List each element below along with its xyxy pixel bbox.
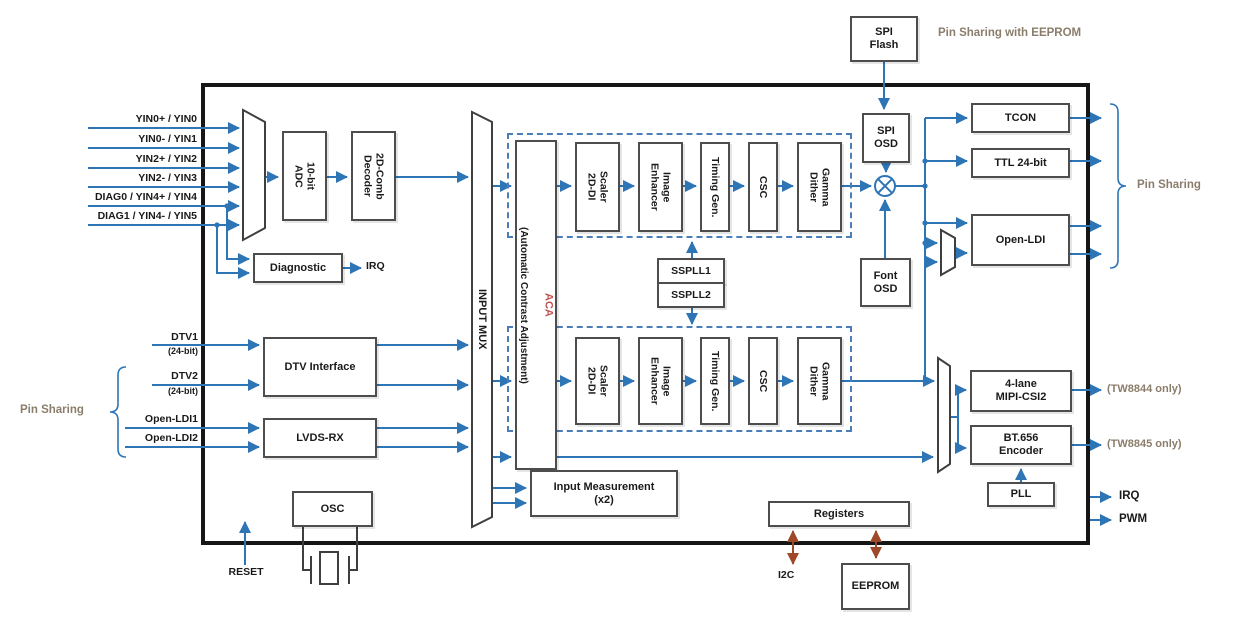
tcon-box: TCON: [971, 103, 1070, 133]
pin-sharing-right-label: Pin Sharing: [1137, 179, 1201, 191]
scaler-bottom-box: Scaler 2D-DI: [575, 337, 620, 425]
timing-top-box: Timing Gen.: [700, 142, 730, 232]
tw8845-only-label: (TW8845 only): [1107, 438, 1182, 450]
openldi-mux-icon: [940, 228, 956, 277]
gamma-top-box: Gamma Dither: [797, 142, 842, 232]
dtv1-label: DTV1: [171, 331, 198, 343]
sspll2-box: SSPLL2: [657, 282, 725, 308]
adc-label: 10-bit ADC: [292, 161, 317, 190]
tw8844-only-label: (TW8844 only): [1107, 383, 1182, 395]
csc-bottom-label: CSC: [757, 369, 770, 393]
pin-sharing-left-label: Pin Sharing: [20, 404, 84, 416]
aca-text: ACA (Automatic Contrast Adjustment): [505, 227, 567, 384]
open-ldi2-label: Open-LDI2: [144, 432, 198, 444]
timing-bottom-box: Timing Gen.: [700, 337, 730, 425]
enhancer-bottom-label: Image Enhancer: [648, 357, 673, 405]
input-mux-label: INPUT MUX: [476, 289, 488, 350]
lvds-rx-box: LVDS-RX: [263, 418, 377, 458]
dtv2-bits-label: (24-bit): [168, 386, 198, 396]
timing-top-label: Timing Gen.: [709, 156, 722, 218]
chip-boundary: [201, 83, 1090, 545]
gamma-bottom-box: Gamma Dither: [797, 337, 842, 425]
eeprom-box: EEPROM: [841, 563, 910, 610]
spi-osd-box: SPI OSD: [862, 113, 910, 163]
register-bus-arrows: [787, 530, 882, 565]
ttl-box: TTL 24-bit: [971, 148, 1070, 178]
sspll1-box: SSPLL1: [657, 258, 725, 284]
junction-dots: [214, 158, 928, 384]
dtv2-label: DTV2: [171, 370, 198, 382]
input-measurement-box: Input Measurement (x2): [530, 470, 678, 517]
gamma-top-label: Gamma Dither: [807, 167, 832, 207]
scaler-top-box: Scaler 2D-DI: [575, 142, 620, 232]
reset-label: RESET: [228, 566, 264, 578]
enhancer-bottom-box: Image Enhancer: [638, 337, 683, 425]
crystal-icon: [302, 527, 358, 585]
open-ldi-box: Open-LDI: [971, 214, 1070, 266]
irq-out-label: IRQ: [1119, 490, 1140, 502]
input-label-yin3: YIN2- / YIN3: [138, 172, 197, 184]
pwm-out-label: PWM: [1119, 513, 1148, 525]
input-mux-shape: [471, 110, 493, 529]
bt656-box: BT.656 Encoder: [970, 425, 1072, 465]
open-ldi1-label: Open-LDI1: [144, 413, 198, 425]
scaler-bottom-label: Scaler 2D-DI: [585, 365, 610, 397]
csc-top-label: CSC: [757, 175, 770, 199]
osc-box: OSC: [292, 491, 373, 527]
signal-lines: [88, 62, 1112, 565]
gamma-bottom-label: Gamma Dither: [807, 361, 832, 401]
analog-input-mux-icon: [242, 108, 266, 242]
csc-top-box: CSC: [748, 142, 778, 232]
scaler-top-label: Scaler 2D-DI: [585, 171, 610, 203]
aca-title: ACA: [542, 293, 555, 317]
adc-box: 10-bit ADC: [282, 131, 327, 221]
osd-mixer-icon: [874, 175, 896, 197]
font-osd-box: Font OSD: [860, 258, 911, 307]
spi-flash-box: SPI Flash: [850, 16, 918, 62]
input-label-yin5: DIAG1 / YIN4- / YIN5: [97, 210, 197, 222]
dtv1-bits-label: (24-bit): [168, 346, 198, 356]
comb-decoder-box: 2D-Comb Decoder: [351, 131, 396, 221]
right-brace-icon: [1109, 103, 1127, 269]
input-label-yin4: DIAG0 / YIN4+ / YIN4: [94, 191, 197, 203]
enhancer-top-label: Image Enhancer: [648, 163, 673, 211]
timing-bottom-label: Timing Gen.: [709, 350, 722, 412]
mipi-csi2-box: 4-lane MIPI-CSI2: [970, 370, 1072, 412]
diag-irq-label: IRQ: [366, 260, 385, 272]
aca-box: ACA (Automatic Contrast Adjustment): [515, 140, 557, 470]
registers-box: Registers: [768, 501, 910, 527]
input-label-yin0: YIN0+ / YIN0: [135, 113, 197, 125]
left-brace-icon: [109, 366, 127, 458]
pll-box: PLL: [987, 482, 1055, 507]
input-label-yin2: YIN2+ / YIN2: [135, 153, 197, 165]
dtv-interface-box: DTV Interface: [263, 337, 377, 397]
mux-shapes: [242, 108, 956, 529]
output-mux-icon: [937, 356, 951, 474]
csc-bottom-box: CSC: [748, 337, 778, 425]
i2c-label: I2C: [778, 569, 795, 581]
enhancer-top-box: Image Enhancer: [638, 142, 683, 232]
input-mux: INPUT MUX: [468, 112, 496, 527]
aca-subtitle: (Automatic Contrast Adjustment): [518, 226, 530, 384]
pin-sharing-braces: [109, 103, 1127, 458]
comb-decoder-label: 2D-Comb Decoder: [361, 152, 386, 200]
diagnostic-box: Diagnostic: [253, 253, 343, 283]
input-label-yin1: YIN0- / YIN1: [138, 133, 197, 145]
pin-sharing-eeprom-label: Pin Sharing with EEPROM: [938, 27, 1082, 39]
